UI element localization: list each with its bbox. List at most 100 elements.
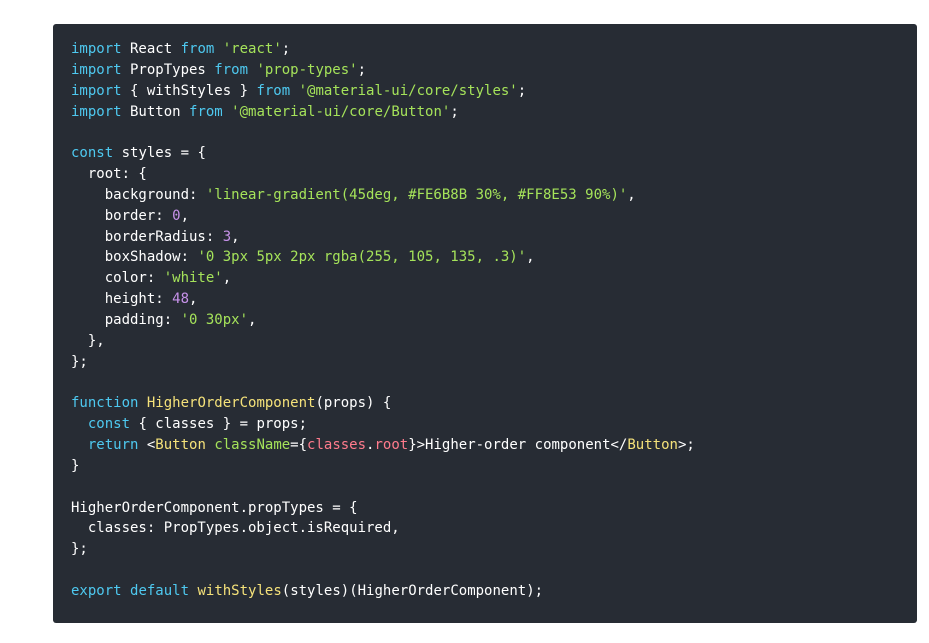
code-line: import { withStyles } from '@material-ui… xyxy=(71,81,695,102)
code-token-plain: ; xyxy=(450,103,459,120)
code-token-keyword: return xyxy=(87,437,139,454)
code-token-plain: ; xyxy=(281,41,291,57)
code-token-plain: , xyxy=(248,311,257,328)
code-line: function HigherOrderComponent(props) { xyxy=(71,393,695,414)
code-token-plain: } xyxy=(71,457,80,474)
code-token-tag: Button xyxy=(155,437,206,454)
code-line: classes: PropTypes.object.isRequired, xyxy=(71,518,695,539)
code-token-plain: (styles)(HigherOrderComponent); xyxy=(281,582,544,599)
code-line: return <Button className={classes.root}>… xyxy=(71,435,695,456)
code-token-plain: , xyxy=(526,249,535,266)
code-line: padding: '0 30px', xyxy=(71,310,695,331)
code-token-plain: borderRadius: xyxy=(71,228,223,245)
code-token-func: withStyles xyxy=(197,582,282,599)
code-token-plain: }>Higher-order component</ xyxy=(408,437,628,454)
code-token-plain: }; xyxy=(71,541,88,558)
code-token-number: 3 xyxy=(222,228,232,245)
code-line: color: 'white', xyxy=(71,268,695,289)
code-token-plain: { classes } = props; xyxy=(130,416,308,433)
code-token-plain: PropTypes xyxy=(121,61,215,78)
code-token-keyword: from xyxy=(189,103,223,120)
code-token-plain: < xyxy=(138,437,156,454)
code-token-plain: React xyxy=(121,41,181,57)
code-token-keyword: from xyxy=(256,82,291,99)
code-token-string: 'linear-gradient(45deg, #FE6B8B 30%, #FF… xyxy=(205,186,628,203)
code-line: export default withStyles(styles)(Higher… xyxy=(71,581,695,602)
code-token-plain: ={ xyxy=(290,437,308,454)
code-token-keyword: import xyxy=(71,61,122,78)
code-line: import PropTypes from 'prop-types'; xyxy=(71,60,695,81)
code-token-attr: className xyxy=(214,437,291,454)
code-line: background: 'linear-gradient(45deg, #FE6… xyxy=(71,185,695,206)
code-token-string: '@material-ui/core/styles' xyxy=(298,82,518,99)
code-line: height: 48, xyxy=(71,289,695,310)
code-token-keyword: function xyxy=(71,395,139,412)
code-token-keyword: const xyxy=(71,145,114,162)
code-token-number: 48 xyxy=(172,291,190,308)
code-token-plain: , xyxy=(189,291,198,308)
code-token-keyword: import xyxy=(71,41,122,57)
code-line: borderRadius: 3, xyxy=(71,227,695,248)
code-line: root: { xyxy=(71,164,695,185)
code-token-prop: root xyxy=(374,437,409,454)
code-token-string: '0 30px' xyxy=(180,311,249,328)
code-token-plain: }, xyxy=(71,332,105,349)
code-token-plain: ; xyxy=(357,61,367,78)
code-token-plain: border: xyxy=(71,207,173,224)
code-token-plain: padding: xyxy=(71,311,181,328)
code-token-string: 'prop-types' xyxy=(256,61,358,78)
code-line: } xyxy=(71,456,695,477)
code-line: }, xyxy=(71,331,695,352)
code-token-plain xyxy=(71,416,88,432)
code-token-string: '0 3px 5px 2px rgba(255, 105, 135, .3)' xyxy=(197,249,527,266)
code-line: border: 0, xyxy=(71,206,695,227)
code-token-func: HigherOrderComponent xyxy=(146,395,316,412)
code-token-plain xyxy=(138,395,146,411)
code-token-plain: , xyxy=(627,186,636,203)
code-line: const styles = { xyxy=(71,143,695,164)
code-token-string: 'white' xyxy=(163,270,223,287)
code-token-number: 0 xyxy=(172,207,181,224)
code-line: const { classes } = props; xyxy=(71,414,695,435)
code-token-plain: height: xyxy=(71,291,173,308)
code-token-plain: ; xyxy=(517,82,527,99)
code-token-tag: Button xyxy=(627,437,678,454)
code-token-plain: }; xyxy=(71,353,88,370)
code-token-plain: . xyxy=(366,437,375,454)
code-token-plain: classes: PropTypes.object.isRequired, xyxy=(71,520,400,537)
code-token-plain xyxy=(122,583,130,599)
code-token-keyword: from xyxy=(180,41,215,57)
code-line: import Button from '@material-ui/core/Bu… xyxy=(71,102,695,123)
code-line: }; xyxy=(71,352,695,373)
code-line xyxy=(71,373,695,394)
code-content: import React from 'react';import PropTyp… xyxy=(71,39,695,602)
code-token-plain: , xyxy=(222,270,232,287)
code-token-prop: classes xyxy=(307,437,367,454)
code-token-string: 'react' xyxy=(222,41,282,57)
code-line: }; xyxy=(71,539,695,560)
code-token-keyword: export xyxy=(71,582,122,599)
code-token-plain: , xyxy=(180,207,190,224)
code-token-plain: HigherOrderComponent.propTypes = { xyxy=(71,499,358,516)
code-token-plain: styles = { xyxy=(113,145,206,162)
code-token-plain xyxy=(290,83,298,99)
code-line xyxy=(71,560,695,581)
code-token-plain xyxy=(71,437,88,453)
code-token-plain: boxShadow: xyxy=(71,249,198,266)
code-line xyxy=(71,122,695,143)
code-token-plain: (props) { xyxy=(315,395,392,412)
code-token-plain: root: { xyxy=(71,166,147,183)
code-token-keyword: from xyxy=(214,61,249,78)
code-line: HigherOrderComponent.propTypes = { xyxy=(71,498,695,519)
code-token-string: '@material-ui/core/Button' xyxy=(231,103,451,120)
code-token-plain xyxy=(223,104,231,120)
code-token-keyword: import xyxy=(71,82,122,99)
code-token-keyword: default xyxy=(130,582,190,599)
code-token-plain: background: xyxy=(71,186,206,203)
code-token-plain xyxy=(214,41,222,57)
code-token-plain: color: xyxy=(71,270,164,287)
code-token-plain: >; xyxy=(677,437,695,454)
code-token-plain: , xyxy=(231,228,240,245)
code-line: import React from 'react'; xyxy=(71,39,695,60)
code-line: boxShadow: '0 3px 5px 2px rgba(255, 105,… xyxy=(71,247,695,268)
